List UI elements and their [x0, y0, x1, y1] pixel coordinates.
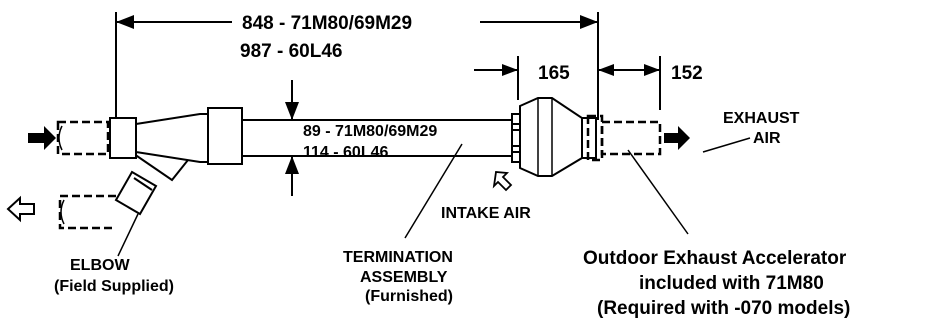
exhaust-accelerator — [600, 120, 662, 156]
inlet-pipe — [56, 120, 110, 156]
hollow-arrow-left-icon — [6, 195, 35, 223]
overall-length-line2: 987 - 60L46 — [240, 41, 342, 62]
intake-air-label: INTAKE AIR — [441, 171, 531, 222]
dimension-arrow-right-icon — [644, 64, 660, 76]
hollow-arrow-diagonal-icon — [492, 171, 513, 192]
accelerator-length-value: 152 — [671, 63, 703, 84]
termination-label-line3: (Furnished) — [365, 288, 453, 305]
accelerator-note-line2: included with 71M80 — [639, 273, 824, 294]
accelerator-note-line3: (Required with -070 models) — [597, 298, 850, 319]
accelerator-note-line1: Outdoor Exhaust Accelerator — [583, 248, 847, 269]
accelerator-length-dimension: 152 — [618, 56, 703, 110]
overall-length-line1: 848 - 71M80/69M29 — [242, 13, 412, 34]
solid-arrow-right-icon — [678, 126, 690, 150]
overall-length-dimension: 848 - 71M80/69M29 987 - 60L46 — [115, 12, 599, 120]
exhaust-arrow — [664, 126, 690, 150]
termination-label-line2: ASSEMBLY — [360, 269, 448, 286]
solid-arrow-right-icon — [44, 126, 56, 150]
elbow-label-line2: (Field Supplied) — [54, 278, 174, 295]
elbow-label: ELBOW (Field Supplied) — [54, 213, 174, 295]
exhaust-air-label: EXHAUST AIR — [702, 110, 800, 153]
pipe-diameter-line2: 114 - 60L46 — [303, 144, 389, 161]
dimension-arrow-down-icon — [285, 102, 299, 120]
inlet-arrow — [28, 126, 56, 150]
accelerator-note: Outdoor Exhaust Accelerator included wit… — [583, 149, 850, 319]
cap-length-value: 165 — [538, 63, 570, 84]
termination-label: TERMINATION ASSEMBLY (Furnished) — [343, 143, 463, 305]
exhaust-air-line1: EXHAUST — [723, 110, 800, 127]
intake-air-text: INTAKE AIR — [441, 205, 531, 222]
elbow-label-line1: ELBOW — [70, 257, 130, 274]
exhaust-air-line2: AIR — [753, 130, 781, 147]
dimension-arrow-up-icon — [285, 156, 299, 174]
termination-label-line1: TERMINATION — [343, 249, 453, 266]
dimension-arrow-left-icon — [598, 64, 614, 76]
dimension-arrow-right-icon — [580, 15, 598, 29]
dimension-arrow-left-icon — [116, 15, 134, 29]
pipe-diameter-dimension: 89 - 71M80/69M29 114 - 60L46 — [285, 80, 437, 196]
pipe-diameter-line1: 89 - 71M80/69M29 — [303, 123, 437, 140]
dimension-arrow-right-icon — [502, 64, 518, 76]
termination-assembly — [109, 97, 604, 177]
cap-length-dimension: 165 — [474, 56, 618, 100]
outlet-arrow — [6, 195, 35, 223]
